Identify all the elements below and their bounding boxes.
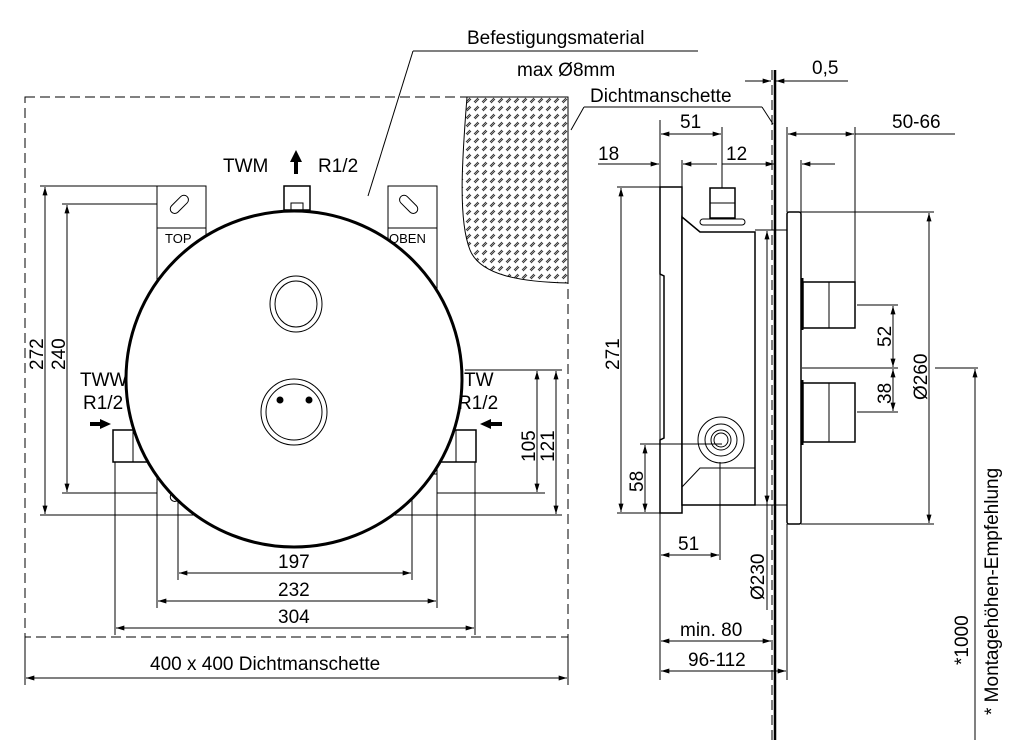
hatched-seal-area xyxy=(461,96,569,284)
seal-label: Dichtmanschette xyxy=(590,86,732,107)
dim-0-5: 0,5 xyxy=(812,58,838,79)
dim-dia-260: Ø260 xyxy=(911,354,932,400)
dim-105: 105 xyxy=(519,430,540,462)
dim-seal-size: 400 x 400 Dichtmanschette xyxy=(150,654,380,675)
front-view: TOP OBEN TWM R1/2 TWW R1/2 TW R1/2 xyxy=(24,96,569,685)
dim-51-bottom: 51 xyxy=(678,534,699,555)
outlet-label: TWM xyxy=(223,156,268,177)
dim-52: 52 xyxy=(875,326,896,347)
dim-232: 232 xyxy=(278,580,310,601)
dim-121: 121 xyxy=(538,430,559,462)
side-cover-plate xyxy=(786,211,802,525)
dim-272: 272 xyxy=(27,338,48,370)
inlet-fitting xyxy=(697,416,745,464)
callouts: Befestigungsmaterial max Ø8mm Dichtmansc… xyxy=(367,28,774,197)
dim-38: 38 xyxy=(875,383,896,404)
fastening-label: Befestigungsmaterial xyxy=(467,28,644,49)
height-note: * Montagehöhen-Empfehlung xyxy=(982,468,1003,715)
dim-240: 240 xyxy=(49,338,70,370)
mounting-plate xyxy=(659,186,683,514)
dim-12: 12 xyxy=(726,144,747,165)
dim-304: 304 xyxy=(278,607,310,628)
valve-body xyxy=(681,215,756,506)
upper-knob xyxy=(269,275,323,333)
outlet-connector xyxy=(283,185,311,211)
side-view: 51 18 12 0,5 50-66 271 58 52 xyxy=(598,58,1003,740)
dim-197: 197 xyxy=(278,552,310,573)
hot-inlet-thread: R1/2 xyxy=(83,393,123,414)
outlet-arrow-icon xyxy=(290,150,302,174)
dim-58: 58 xyxy=(627,471,648,492)
cold-inlet-thread: R1/2 xyxy=(458,393,498,414)
dim-96-112: 96-112 xyxy=(688,650,746,671)
fastening-size: max Ø8mm xyxy=(517,60,615,81)
side-dimensions: 51 18 12 0,5 50-66 271 58 52 xyxy=(598,58,1003,740)
bracket-right-label: OBEN xyxy=(389,231,426,246)
bracket-left-label: TOP xyxy=(165,231,192,246)
cold-inlet-arrow-icon xyxy=(480,419,502,429)
cold-inlet-label: TW xyxy=(464,370,494,391)
height-value: *1000 xyxy=(952,615,973,665)
outlet-thread: R1/2 xyxy=(318,156,358,177)
hot-inlet-label: TWW xyxy=(80,370,128,391)
dim-271: 271 xyxy=(603,338,624,370)
seal-outline xyxy=(24,96,569,638)
hot-inlet-arrow-icon xyxy=(90,419,111,429)
front-dimensions: 272 240 105 121 197 232 304 400 x 400 xyxy=(24,185,569,685)
dim-50-66: 50-66 xyxy=(892,112,941,133)
dim-18: 18 xyxy=(598,144,619,165)
dim-51-top: 51 xyxy=(680,112,701,133)
dim-min-80: min. 80 xyxy=(680,620,742,641)
lower-knob xyxy=(260,378,328,446)
dim-dia-230: Ø230 xyxy=(748,554,769,600)
